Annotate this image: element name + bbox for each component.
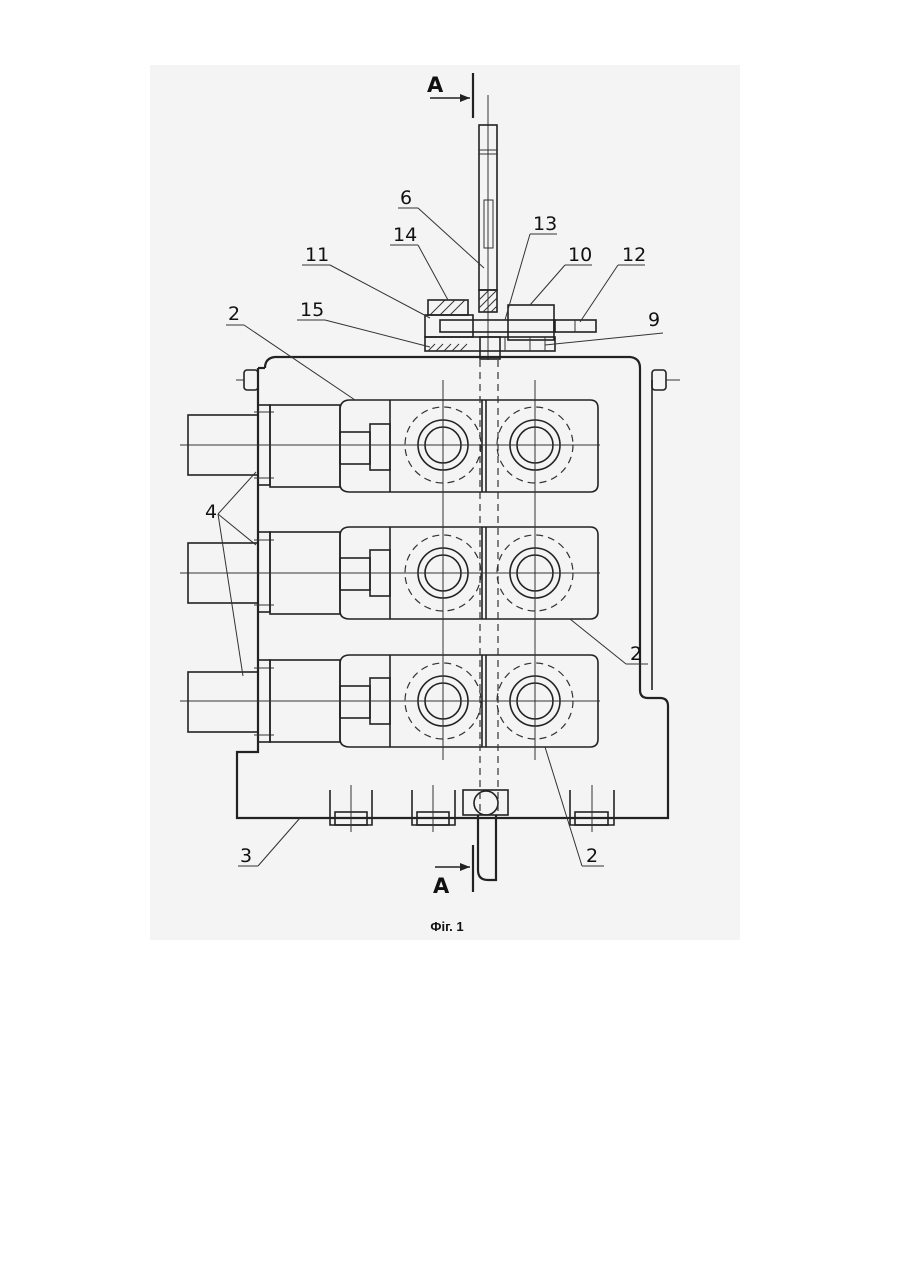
label-15: 15 [300,299,324,321]
label-3: 3 [240,845,252,867]
label-9: 9 [648,309,660,331]
label-4: 4 [205,501,217,523]
label-14: 14 [393,224,417,246]
section-label-bottom: А [433,874,450,898]
label-12: 12 [622,244,646,266]
label-2-top: 2 [228,303,240,325]
label-6: 6 [400,187,412,209]
figure-caption: Фіг. 1 [430,919,463,934]
label-10: 10 [568,244,592,266]
section-label-top: А [427,73,444,97]
label-2-bot: 2 [586,845,598,867]
label-13: 13 [533,213,557,235]
label-11: 11 [305,244,329,266]
label-2-mid: 2 [630,643,642,665]
